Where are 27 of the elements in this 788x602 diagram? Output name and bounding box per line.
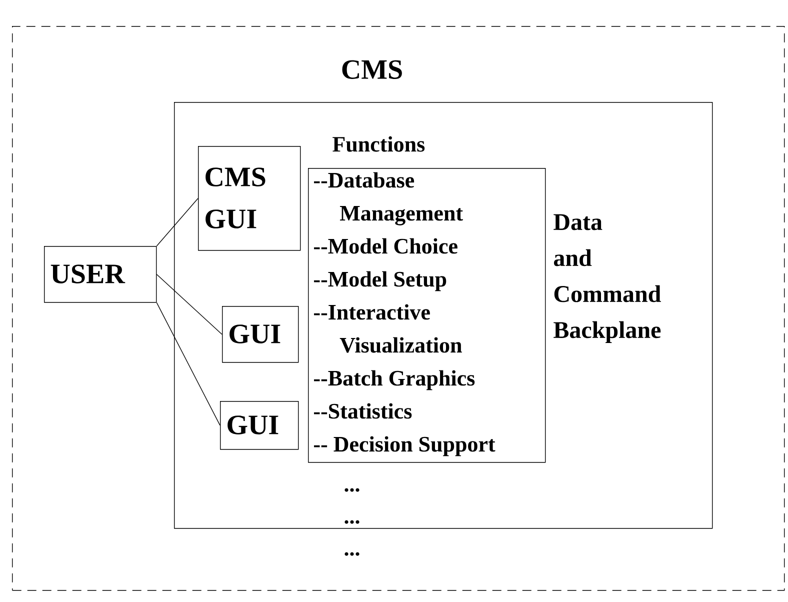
gui-box [220, 401, 299, 450]
backplane-box [174, 102, 713, 529]
list-heading: Functions [332, 136, 425, 152]
list-item: --Model Setup [314, 271, 446, 292]
ellipsis: ... [344, 520, 360, 524]
functions-box [308, 168, 546, 463]
ellipsis: ... [344, 488, 360, 492]
box-label: USER [50, 264, 126, 284]
gui-box [198, 146, 301, 251]
user-box [44, 246, 157, 303]
ellipsis: ... [344, 552, 360, 556]
list-item: --Model Choice [314, 238, 458, 254]
list-item: --Database Management [314, 172, 463, 226]
box-label: CMS GUI [206, 168, 266, 228]
connector-line [156, 274, 222, 335]
box-label: GUI [230, 324, 280, 344]
connector-line [156, 302, 220, 426]
connector-line [156, 198, 198, 246]
title: CMS [342, 60, 402, 79]
list-item: --Interactive Visualization [314, 304, 462, 353]
outer-dashed-box [12, 26, 785, 591]
list-item: -- Decision Support [314, 436, 496, 456]
gui-box [222, 306, 299, 363]
list-item: --Batch Graphics [314, 370, 475, 390]
box-label: GUI [228, 416, 278, 434]
list-item: --Statistics [314, 403, 412, 419]
backplane-label: Data and Command Backplane [554, 214, 661, 344]
